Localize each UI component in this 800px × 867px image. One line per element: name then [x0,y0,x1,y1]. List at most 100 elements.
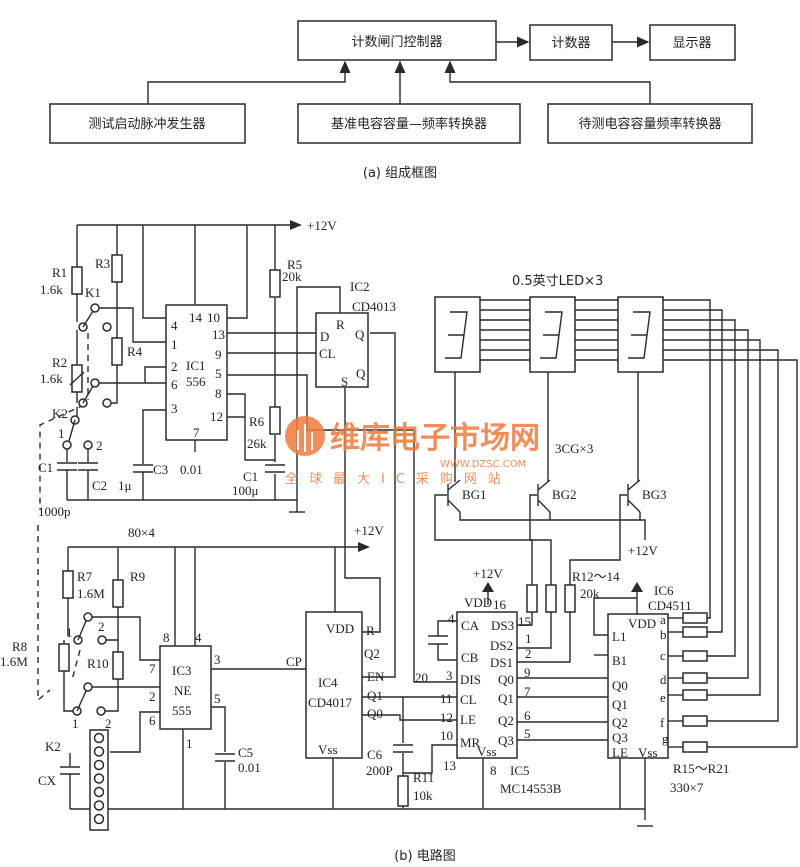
wire [227,374,457,683]
supply-arrow-icon [482,582,494,592]
label-ic6-q3: Q3 [612,730,628,745]
wire [593,597,637,636]
gate-controller-box [297,20,497,61]
wire [517,612,571,663]
label-r1: R1 [52,265,67,280]
socket-hole [93,759,105,771]
segment-bus-line [660,309,723,633]
label-ic5-ds1: DS1 [490,655,513,670]
wire [517,612,552,649]
label-r1-val: 1.6k [40,282,63,297]
gate-controller-label: 计数闸门控制器 [351,35,442,50]
label-ic5-q0: Q0 [498,672,514,687]
test-converter-label: 待测电容容量频率转换器 [578,116,721,132]
label-ic3-p4: 4 [195,630,202,645]
arrow-from-test [444,60,651,104]
logo-circuit-icon [297,424,313,452]
ic1-chip [165,304,228,441]
ic5-chip [456,611,518,759]
label-bg1: BG1 [462,487,487,502]
label-r6: R6 [249,414,265,429]
resistor [62,570,74,599]
label-ic5-le: LE [460,712,476,727]
label-ic3-type1: NE [174,683,191,698]
label-sw-1a: 1 [66,625,73,640]
label-cx: CX [38,773,57,788]
label-ic5-dis: DIS [460,672,481,687]
resistor [545,584,557,613]
switch-contact [83,612,93,622]
resistor [564,584,576,613]
reference-converter-box [297,103,521,144]
label-seg-f: f [660,715,665,730]
resistor [111,337,123,366]
supply-arrow-icon [631,582,643,592]
switch-contact [102,398,112,408]
socket-hole [93,813,105,825]
label-ic4-cp: CP [286,654,302,669]
label-bg3: BG3 [642,487,667,502]
label-r7-val: 1.6M [77,586,105,601]
label-ic2-type: CD4013 [352,299,396,314]
wire [142,225,166,319]
counter-box [529,24,613,61]
label-seg-g: g [662,731,669,746]
label-c2: C2 [92,478,107,493]
label-ic4-r: R [366,623,375,638]
label-ic1: IC1 [186,358,206,373]
label-ic1-p3: 3 [171,401,178,416]
segment-bus-line [660,329,749,679]
resistor [112,651,124,680]
label-r5: R5 [287,257,302,272]
label-r2: R2 [52,355,67,370]
resistor [269,269,281,298]
label-v12-bottom: +12V [354,523,384,538]
label-ic6-type: CD4511 [648,598,692,613]
wire [362,714,457,721]
capacitor [57,462,77,471]
label-ic1-p7: 7 [193,425,200,440]
label-bg2: BG2 [552,487,577,502]
label-seg-a: a [660,612,666,627]
label-ic3-p7: 7 [149,661,156,676]
label-ic5-q3: Q3 [498,733,514,748]
label-ic6-q2: Q2 [612,715,628,730]
label-led-title: 0.5英寸LED×3 [512,274,603,289]
label-transistors: 3CG×3 [555,441,593,456]
display-label: 显示器 [672,36,711,51]
segment-bus-line [660,339,761,696]
label-ic6-le: LE [612,745,628,760]
label-ic2: IC2 [350,279,370,294]
wire [211,706,226,752]
block-diagram: 计数闸门控制器 计数器 显示器 测试启动脉冲发生器 基准电容容量—频率转换器 待… [49,20,753,181]
socket-hole [93,786,105,798]
label-ic5-p5: 5 [524,726,531,741]
label-ic5-mr: MR [460,735,481,750]
socket-hole [93,773,105,784]
label-c1-left: C1 [38,460,53,475]
variable-resistor-arrow [69,371,85,386]
supply-arrow-icon [358,542,370,552]
label-r8: R8 [12,639,27,654]
label-ic3-p8: 8 [163,630,170,645]
label-c1-left-val: 1000p [38,504,71,519]
label-ic5-p1: 1 [525,631,532,646]
label-ic3-p3: 3 [214,652,221,667]
resistor [682,689,708,701]
label-ic2-cl: CL [319,346,336,361]
label-r2-val: 1.6k [40,371,63,386]
label-ic4-q2: Q2 [364,646,380,661]
segment-bus-line [660,349,779,722]
label-seg-c: c [660,648,666,663]
label-r11: R11 [413,770,434,785]
label-ic4: IC4 [318,675,338,690]
label-ic5-p7: 7 [524,684,531,699]
label-r4: R4 [127,344,143,359]
label-ic3-p1: 1 [186,736,193,751]
pulse-generator-label: 测试启动脉冲发生器 [88,116,205,132]
block-caption: (a) 组成框图 [363,166,437,181]
label-ic4-q0: Q0 [367,706,383,721]
transistor-icon [627,479,641,513]
wire [403,744,457,774]
